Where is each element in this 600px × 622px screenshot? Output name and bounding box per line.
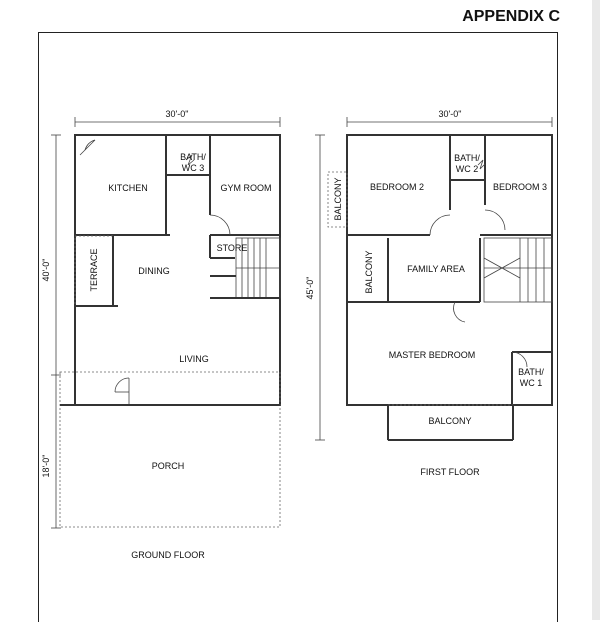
gf-bath-label-1: BATH/: [180, 152, 206, 162]
ff-depth-dim: 45'-0": [305, 277, 315, 300]
gf-store-label: STORE: [217, 243, 248, 253]
ff-width-dim: 30'-0": [439, 109, 462, 119]
gf-kitchen-label: KITCHEN: [108, 183, 148, 193]
ff-bath1-label-1: BATH/: [518, 367, 544, 377]
ff-caption: FIRST FLOOR: [420, 467, 480, 477]
ff-bath2-label-2: WC 2: [456, 164, 479, 174]
page-title: APPENDIX C: [462, 8, 560, 25]
ff-family-label: FAMILY AREA: [407, 264, 465, 274]
drawing-frame: [38, 32, 558, 622]
ff-bath1-label-2: WC 1: [520, 378, 543, 388]
first-floor-plan: 30'-0" 45'-0": [305, 109, 553, 477]
ff-balcony-mid-label: BALCONY: [364, 250, 374, 293]
gf-porch-label: PORCH: [152, 461, 185, 471]
ff-bedroom2-label: BEDROOM 2: [370, 182, 424, 192]
ff-balcony-side-label: BALCONY: [333, 177, 343, 220]
ff-master-label: MASTER BEDROOM: [389, 350, 476, 360]
ground-floor-plan: 30'-0" 40'-0" 18'-0": [41, 109, 281, 560]
gf-caption: GROUND FLOOR: [131, 550, 205, 560]
gf-depth-dim-porch: 18'-0": [41, 455, 51, 478]
page-edge: [592, 0, 600, 620]
gf-bath-label-2: WC 3: [182, 163, 205, 173]
gf-living-label: LIVING: [179, 354, 209, 364]
gf-width-dim: 30'-0": [166, 109, 189, 119]
gf-depth-dim-house: 40'-0": [41, 259, 51, 282]
gf-gym-label: GYM ROOM: [221, 183, 272, 193]
gf-terrace-label: TERRACE: [89, 248, 99, 291]
ff-bath2-label-1: BATH/: [454, 153, 480, 163]
gf-dining-label: DINING: [138, 266, 170, 276]
ff-balcony-front-label: BALCONY: [428, 416, 471, 426]
ff-bedroom3-label: BEDROOM 3: [493, 182, 547, 192]
